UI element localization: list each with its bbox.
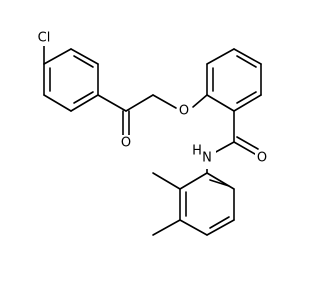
bond-amide-co-2 bbox=[236, 136, 259, 150]
molecule-drawing: Cl O O O H N bbox=[33, 30, 269, 236]
bond-ringA-inner-2 bbox=[73, 91, 94, 104]
bond-ringB-2 bbox=[206, 48, 235, 65]
bond-ringB-inner-3 bbox=[236, 91, 257, 104]
amide-nitrogen-label: N bbox=[202, 151, 212, 166]
bond-amide-co-1 bbox=[233, 141, 256, 155]
ketone-oxygen-atom: O bbox=[119, 135, 133, 151]
ether-oxygen-label: O bbox=[179, 104, 189, 119]
ketone-oxygen-label: O bbox=[121, 136, 131, 151]
ether-oxygen-atom: O bbox=[177, 103, 191, 119]
bond-amidec-n bbox=[213, 141, 235, 154]
amide-oxygen-label: O bbox=[257, 151, 267, 166]
bonds bbox=[43, 42, 262, 236]
bond-ringC-inner-3 bbox=[209, 179, 230, 187]
bond-oether-ringB bbox=[192, 94, 208, 108]
bond-ringA-4 bbox=[70, 94, 99, 112]
bond-ringA-5 bbox=[43, 94, 72, 112]
structure-canvas: Cl O O O H N bbox=[33, 30, 269, 236]
bond-ringB-6 bbox=[206, 94, 235, 112]
amide-nh-group: H N bbox=[192, 141, 216, 169]
bond-ringA-2 bbox=[70, 48, 99, 65]
chlorine-atom: Cl bbox=[33, 30, 55, 46]
bond-ringA-carbonyl bbox=[97, 94, 127, 112]
chlorine-label: Cl bbox=[38, 31, 51, 46]
bond-ringA-inner-1 bbox=[73, 55, 94, 68]
bond-ringC-1 bbox=[179, 172, 208, 190]
bond-carbonyl-ch2 bbox=[125, 94, 154, 112]
bond-ringC-3 bbox=[179, 219, 208, 236]
bond-ringC-4 bbox=[206, 219, 235, 236]
bond-ringC-inner-2 bbox=[209, 216, 230, 229]
amide-oxygen-atom: O bbox=[255, 150, 269, 166]
bond-methyl-2 bbox=[152, 219, 181, 236]
bond-ringB-5 bbox=[233, 94, 262, 112]
bond-ringB-3 bbox=[233, 48, 262, 65]
bond-ch2-oether bbox=[152, 94, 177, 109]
bond-ringB-inner-2 bbox=[236, 55, 257, 68]
atom-labels: Cl O O O H N bbox=[33, 30, 269, 169]
bond-ringA-1 bbox=[43, 48, 72, 65]
amide-hydrogen-label: H bbox=[192, 144, 202, 159]
bond-methyl-1 bbox=[152, 172, 181, 190]
